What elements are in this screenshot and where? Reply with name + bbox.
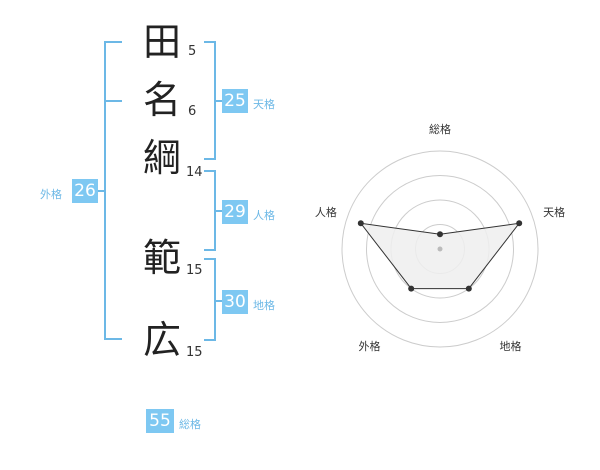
soukaku-label: 総格 [179,418,201,431]
chikaku-connector [214,300,222,302]
jinkaku-bracket-bottom [204,249,216,251]
kanji-2: 名 [143,78,182,122]
stroke-count-2: 6 [188,104,197,119]
gaikaku-connector [98,190,104,192]
stroke-count-5: 15 [186,345,203,360]
jinkaku-value-badge: 29 [222,200,248,224]
tenkaku-bracket-top [204,41,216,43]
radar-axis-label-1: 総格 [429,122,451,136]
soukaku-value-badge: 55 [146,409,174,433]
chikaku-label: 地格 [253,299,275,312]
chikaku-bracket-bottom [204,339,216,341]
kanji-1: 田 [143,20,182,64]
chikaku-bracket-top [204,258,216,260]
radar-axis-label-2: 天格 [543,205,565,219]
gaikaku-bracket-mid [104,100,122,102]
gaikaku-bracket-top [104,41,122,43]
radar-point-5 [357,220,364,227]
radar-series-area [359,222,521,290]
radar-point-1 [437,231,443,238]
jinkaku-connector [214,210,222,212]
gaikaku-bracket-bottom [104,338,122,340]
tenkaku-label: 天格 [253,98,275,111]
stroke-count-3: 14 [186,165,203,180]
tenkaku-connector [214,100,222,102]
chikaku-value-badge: 30 [222,290,248,314]
radar-axis-label-4: 外格 [359,339,381,353]
gaikaku-label: 外格 [40,188,62,201]
kanji-4: 範 [143,236,182,280]
tenkaku-value-badge: 25 [222,89,248,113]
kanji-5: 広 [143,318,182,362]
chikaku-bracket-vertical [214,258,216,340]
jinkaku-label: 人格 [253,209,275,222]
radar-axis-label-5: 人格 [315,205,337,219]
jinkaku-bracket-top [204,170,216,172]
tenkaku-bracket-bottom [204,158,216,160]
radar-point-2 [516,220,523,227]
radar-grid-ring [366,175,514,323]
radar-axis-label-3: 地格 [500,339,522,353]
gaikaku-value-badge: 26 [72,179,98,203]
stroke-count-1: 5 [188,44,197,59]
stroke-count-4: 15 [186,263,203,278]
radar-grid-ring [341,150,539,348]
radar-center-point [437,246,443,252]
radar-point-3 [465,285,472,292]
gaikaku-bracket-vertical [104,41,106,339]
kanji-3: 綱 [143,136,182,180]
radar-point-4 [408,285,415,292]
